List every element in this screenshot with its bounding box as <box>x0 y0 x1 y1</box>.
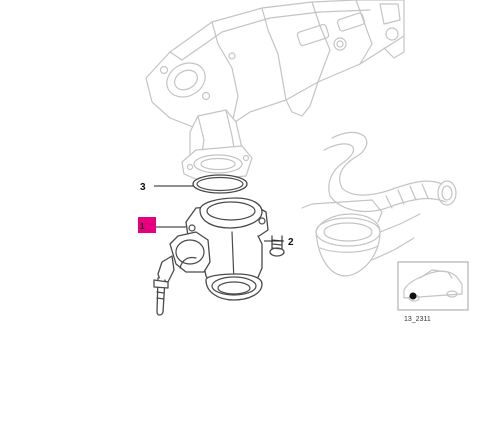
callout-hose-clamp[interactable]: 2 <box>288 237 294 248</box>
vehicle-thumbnail[interactable]: 13_2311 <box>397 261 469 323</box>
callout-hose-clamp-label: 2 <box>288 237 294 248</box>
screw-drawing <box>269 235 285 257</box>
car-icon <box>403 269 463 302</box>
intake-manifold-drawing <box>145 0 405 181</box>
highlight-marker-label: 1 <box>140 222 145 231</box>
thumbnail-frame <box>397 261 469 311</box>
intake-boot-drawing <box>301 131 457 277</box>
location-dot <box>409 292 417 300</box>
throttle-body-drawing <box>153 197 269 316</box>
thumbnail-ref-code: 13_2311 <box>404 316 431 323</box>
callout-o-ring[interactable]: 3 <box>140 182 146 193</box>
highlight-marker[interactable]: 1 <box>138 217 156 233</box>
callout-o-ring-label: 3 <box>140 182 146 193</box>
highlight-marker-box <box>138 217 156 233</box>
o-ring-drawing <box>192 174 248 194</box>
